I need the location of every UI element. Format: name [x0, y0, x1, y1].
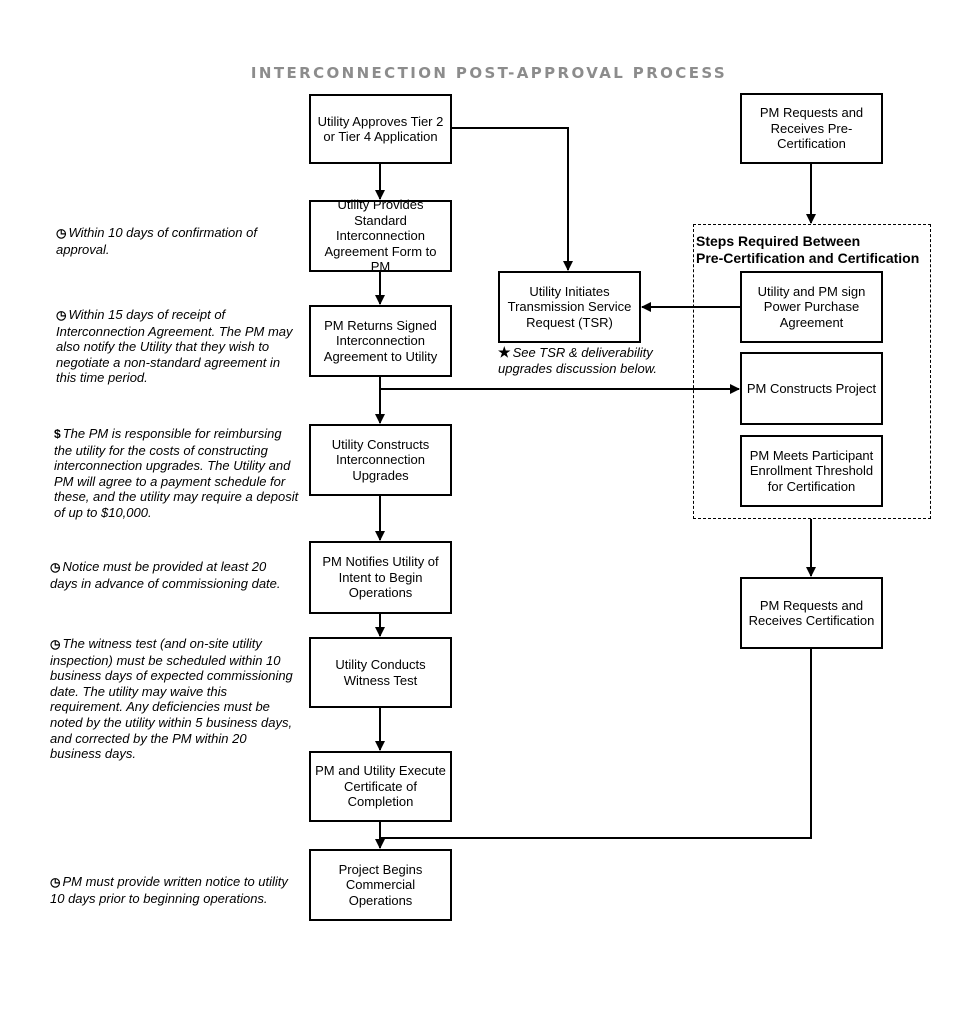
arrow-approve-to-tsr	[451, 127, 573, 271]
step-provide-agreement-form: Utility Provides Standard Interconnectio…	[309, 197, 452, 274]
note-15-days-agreement: ◷Within 15 days of receipt of Interconne…	[56, 307, 293, 386]
line-certification-to-operations	[380, 649, 812, 839]
step-construct-project: PM Constructs Project	[740, 352, 883, 425]
step-utility-approves: Utility Approves Tier 2 or Tier 4 Applic…	[309, 94, 452, 164]
step-certificate-of-completion: PM and Utility Execute Certificate of Co…	[309, 751, 452, 822]
note-tsr-discussion: ★See TSR & deliverability upgrades discu…	[498, 344, 657, 376]
clock-icon: ◷	[50, 637, 61, 651]
pre-certification-steps-group	[693, 224, 931, 519]
step-power-purchase-agreement: Utility and PM sign Power Purchase Agree…	[740, 271, 883, 343]
step-transmission-service-request: Utility Initiates Transmission Service R…	[498, 271, 641, 343]
star-icon: ★	[498, 344, 511, 360]
note-written-notice: ◷PM must provide written notice to utili…	[50, 874, 288, 906]
note-20-days-notice: ◷Notice must be provided at least 20 day…	[50, 559, 281, 591]
step-pre-certification: PM Requests and Receives Pre-Certificati…	[740, 93, 883, 164]
step-witness-test: Utility Conducts Witness Test	[309, 637, 452, 708]
group-title: Steps Required Between Pre-Certification…	[696, 233, 920, 266]
clock-icon: ◷	[56, 308, 67, 322]
step-certification: PM Requests and Receives Certification	[740, 577, 883, 649]
clock-icon: ◷	[50, 560, 61, 574]
clock-icon: ◷	[50, 875, 61, 889]
clock-icon: ◷	[56, 226, 67, 240]
step-construct-upgrades: Utility Constructs Interconnection Upgra…	[309, 424, 452, 496]
note-upgrade-costs: $The PM is responsible for reimbursing t…	[54, 426, 299, 520]
note-10-days-approval: ◷Within 10 days of confirmation of appro…	[56, 225, 257, 257]
dollar-sign-icon: $	[54, 427, 61, 441]
note-witness-test: ◷The witness test (and on-site utility i…	[50, 636, 293, 762]
step-return-signed-agreement: PM Returns Signed Interconnection Agreem…	[309, 305, 452, 377]
step-commercial-operations: Project Begins Commercial Operations	[309, 849, 452, 921]
step-enrollment-threshold: PM Meets Participant Enrollment Threshol…	[740, 435, 883, 507]
step-notify-intent: PM Notifies Utility of Intent to Begin O…	[309, 541, 452, 614]
diagram-title: INTERCONNECTION POST-APPROVAL PROCESS	[250, 64, 728, 82]
